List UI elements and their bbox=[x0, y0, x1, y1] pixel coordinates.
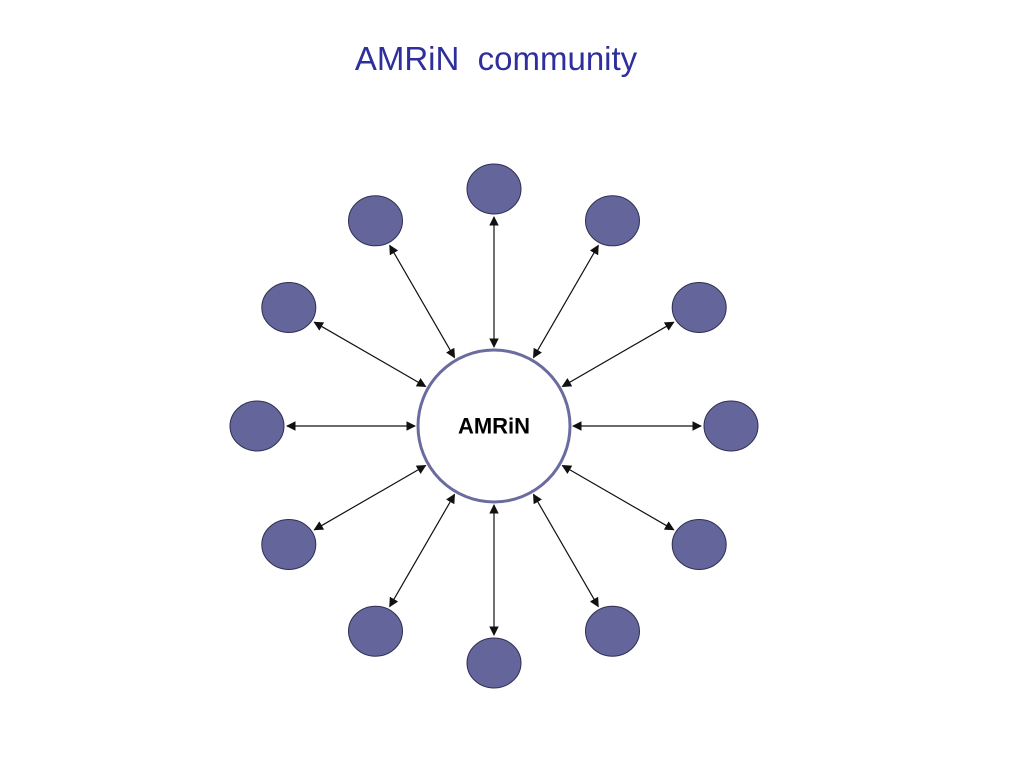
member-node-3 bbox=[671, 282, 727, 333]
member-node-7 bbox=[466, 637, 522, 689]
member-node-9 bbox=[261, 519, 317, 570]
hub-label: AMRiN bbox=[458, 414, 530, 439]
bidirectional-arrow-6 bbox=[532, 493, 599, 608]
member-node-4 bbox=[703, 400, 759, 452]
bidirectional-arrow-5 bbox=[561, 464, 675, 531]
hub-group: AMRiN bbox=[416, 348, 572, 504]
bidirectional-arrow-2 bbox=[532, 244, 599, 359]
bidirectional-arrow-8 bbox=[389, 493, 456, 608]
member-node-1 bbox=[466, 163, 522, 215]
member-node-group bbox=[229, 163, 759, 689]
bidirectional-arrow-11 bbox=[313, 321, 427, 388]
connector-group bbox=[286, 216, 702, 636]
member-node-5 bbox=[671, 519, 727, 570]
member-node-12 bbox=[348, 195, 403, 247]
bidirectional-arrow-9 bbox=[313, 464, 427, 531]
member-node-2 bbox=[585, 195, 640, 247]
bidirectional-arrow-3 bbox=[561, 321, 675, 388]
bidirectional-arrow-12 bbox=[389, 244, 456, 359]
member-node-8 bbox=[348, 605, 403, 657]
hub-node bbox=[416, 348, 572, 504]
member-node-6 bbox=[585, 605, 640, 657]
member-node-10 bbox=[229, 400, 285, 452]
page-title: AMRiN community bbox=[354, 40, 638, 77]
member-node-11 bbox=[261, 282, 317, 333]
